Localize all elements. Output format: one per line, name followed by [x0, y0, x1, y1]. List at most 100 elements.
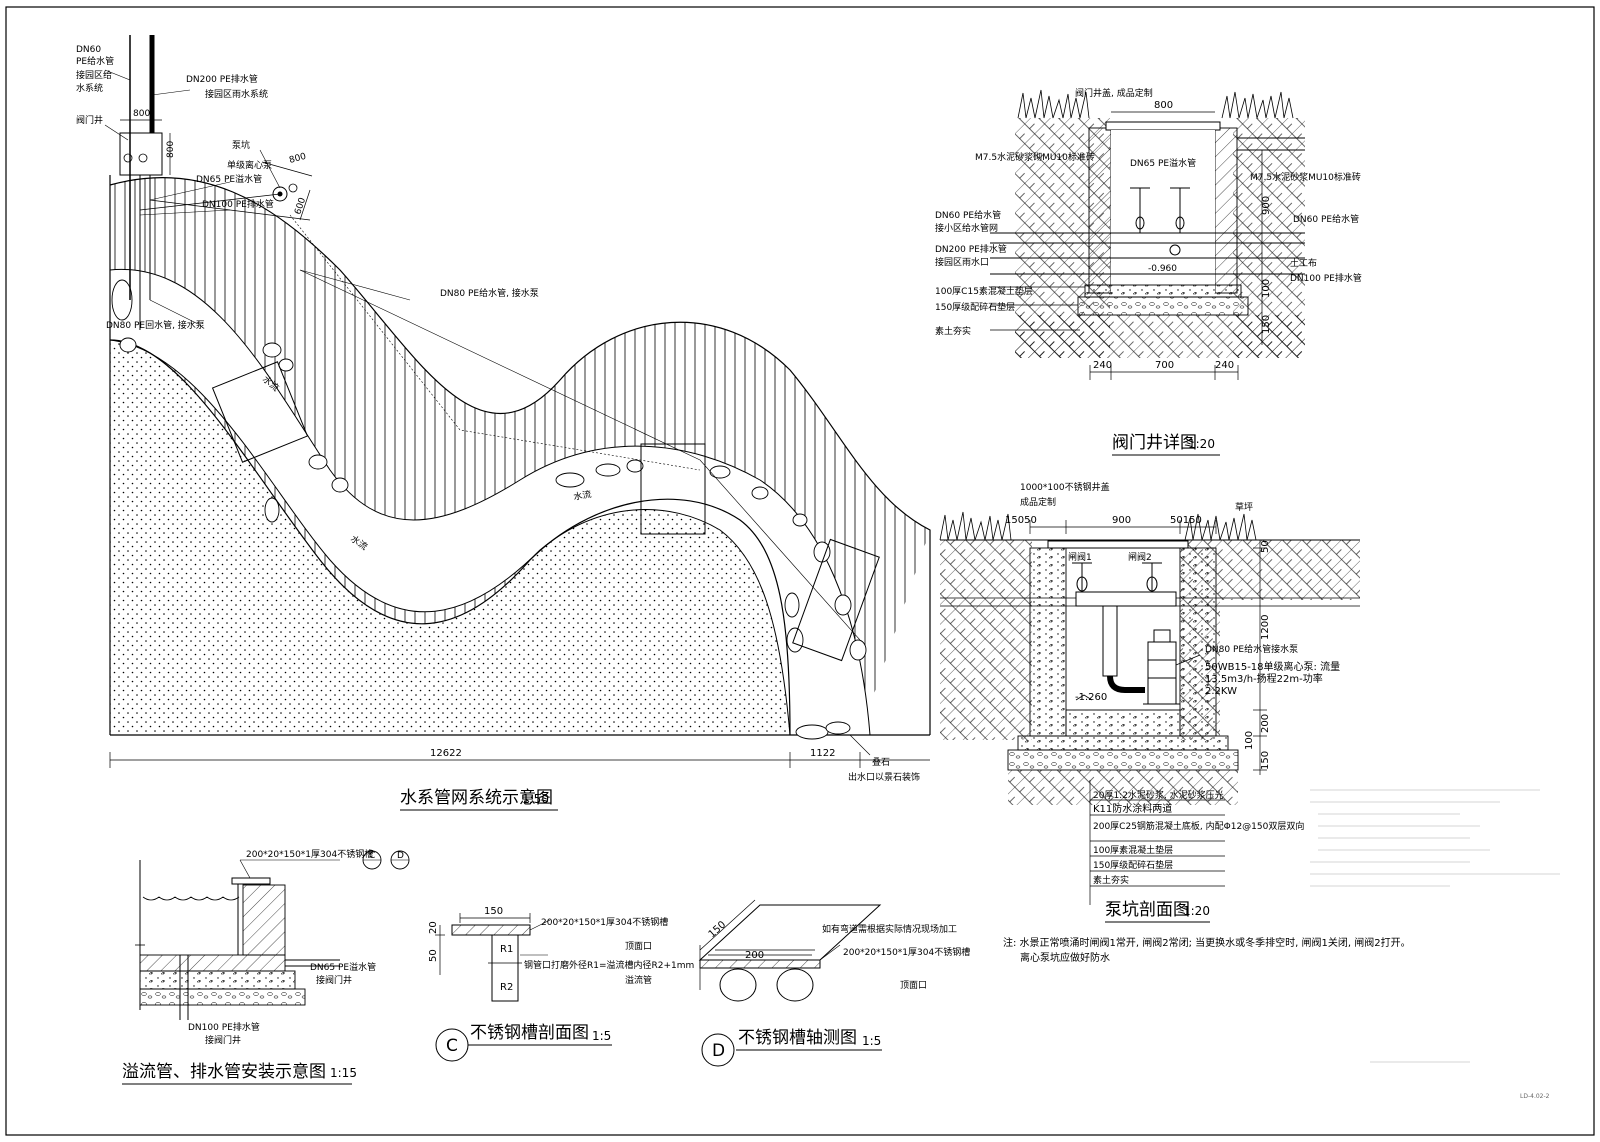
valve-title: 阀门井详图 — [1112, 433, 1197, 453]
pump-base-gravel — [1007, 749, 1239, 771]
plan-label-rock-b: 出水口以景石装饰 — [848, 771, 920, 783]
plan-label-rock-a: 叠石 — [872, 757, 890, 768]
pump-layer-1: 20厚1:2水泥砂浆, 水泥砂浆压光 — [1093, 789, 1224, 801]
valve-well-detail: 800 240 700 240 900 100 150 阀门井盖, 成品定制 M… — [935, 87, 1362, 456]
pump-label-valve1: 闸阀1 — [1068, 552, 1092, 563]
valve-base-concrete — [1084, 284, 1242, 298]
plan-label-dn200: DN200 PE排水管 — [186, 73, 258, 85]
pump-dim-v1: 1200 — [1260, 615, 1271, 640]
pump-label-valve2: 闸阀2 — [1128, 552, 1152, 563]
plan-lawn — [110, 340, 790, 735]
valve-dim-v1: 900 — [1261, 196, 1272, 215]
overflow-label-dn100: DN100 PE排水管 — [188, 1021, 260, 1033]
plan-label-dn100: DN100 PE排水管 — [202, 198, 274, 210]
pump-title: 泵坑剖面图 — [1105, 900, 1190, 920]
overflow-water — [142, 896, 240, 901]
section-c-scale: 1:5 — [592, 1029, 611, 1043]
valve-dim-d3: 240 — [1215, 360, 1234, 371]
pump-note-2: 离心泵坑应做好防水 — [1020, 951, 1110, 964]
valve-dim-d1: 240 — [1093, 360, 1112, 371]
section-c-r2: R2 — [500, 982, 513, 993]
valve-label-dn65: DN65 PE溢水管 — [1130, 157, 1196, 169]
valve-label-dn60-r: DN60 PE给水管 — [1293, 213, 1359, 225]
plan-view: 12622 1122 800 800 800 600 DN60 PE给水管 接园… — [76, 35, 931, 811]
valve-base-gravel — [1077, 296, 1249, 316]
plan-dim-right: 1122 — [810, 748, 835, 759]
overflow-mark-c-text: C — [369, 851, 375, 861]
section-c-rule: 钢管口打磨外径R1=溢流槽内径R2+1mm — [524, 959, 694, 971]
plan-label-pump-pit: 泵坑 — [232, 139, 250, 151]
plan-pump-symbol — [272, 183, 298, 202]
pump-label-pump: 50WB15-18单级离心泵: 流量 — [1205, 660, 1340, 673]
pump-dim-l: 15050 — [1005, 515, 1037, 526]
pump-floor — [1065, 709, 1181, 737]
pump-label-pump-3: 2.2KW — [1205, 686, 1237, 697]
general-notes-faint — [1310, 789, 1560, 887]
pump-label-pump-2: 13.5m3/h-扬程22m-功率 — [1205, 672, 1323, 685]
plan-inner-edge — [109, 339, 791, 736]
valve-label-dn60-2: 接小区给水管网 — [935, 222, 998, 234]
pump-wall-left — [1029, 547, 1067, 737]
pump-dim-r: 50150 — [1170, 515, 1202, 526]
iso-d-title: 不锈钢槽轴测图 — [738, 1028, 857, 1048]
valve-fittings — [1130, 187, 1190, 256]
iso-d-label-edge: 顶面口 — [900, 980, 927, 991]
iso-d-mark-text: D — [712, 1041, 725, 1061]
pump-dim-v2: 200 — [1260, 714, 1271, 733]
plan-label-dn60: DN60 — [76, 45, 101, 55]
section-c-title: 不锈钢槽剖面图 — [470, 1023, 589, 1043]
pump-label-turf: 草坪 — [1235, 501, 1253, 513]
plan-title: 水系管网系统示意图 — [400, 788, 553, 808]
section-c-dim-w: 150 — [484, 906, 503, 917]
section-c-spec: 200*20*150*1厚304不锈钢槽 — [541, 916, 668, 928]
sheet-border — [5, 6, 1595, 1136]
section-c-edge: 顶面口 — [625, 941, 652, 952]
plan-paving — [110, 177, 930, 735]
plan-dim-800c: 800 — [288, 152, 307, 166]
pump-piping — [1072, 562, 1180, 705]
valve-label-base3: 素土夯实 — [935, 325, 971, 337]
plan-dim-800a: 800 — [133, 109, 150, 119]
valve-label-dn200-2: 接园区雨水口 — [935, 256, 989, 268]
pump-layer-4: 100厚素混凝土垫层 — [1093, 844, 1173, 856]
plan-label-dn60-4: 水系统 — [76, 82, 103, 94]
pump-dim-v4: 100 — [1244, 731, 1255, 750]
valve-dim-d2: 700 — [1155, 360, 1174, 371]
pump-cover — [1047, 540, 1189, 549]
plan-label-dn80-a: DN80 PE给水管, 接水泵 — [440, 287, 539, 299]
section-c-mark-text: C — [446, 1036, 458, 1056]
valve-label-dn60: DN60 PE给水管 — [935, 209, 1001, 221]
overflow-detail: C D 200*20*150*1厚304不锈钢槽 DN65 PE溢水管 接阀门井… — [122, 848, 410, 1085]
section-c-channel — [451, 924, 531, 936]
pump-note: 注: 水景正常喷涌时闸阀1常开, 闸阀2常闭; 当更换水或冬季排空时, 闸阀1关… — [1003, 936, 1411, 949]
section-c: 150 50 20 R1 R2 200*20*150*1厚304不锈钢槽 顶面口… — [428, 906, 694, 1062]
pump-layer-2: K11防水涂料两道 — [1093, 802, 1172, 815]
overflow-title: 溢流管、排水管安装示意图 — [122, 1062, 326, 1082]
section-c-dim-h2: 20 — [428, 921, 439, 934]
plan-label-pump-pit-2: 单级离心泵 — [227, 159, 272, 171]
section-c-dim-h1: 50 — [428, 949, 439, 962]
pump-scale: 1:20 — [1183, 904, 1210, 918]
valve-scale: 1:20 — [1188, 437, 1215, 451]
pump-dim-lines — [1029, 520, 1267, 905]
plan-label-dn200-2: 接园区雨水系统 — [205, 88, 268, 100]
overflow-mark-d-text: D — [397, 851, 404, 861]
valve-label-side: 土工布 — [1290, 257, 1317, 269]
plan-label-flow3: 水流 — [572, 488, 592, 503]
section-c-pipe-outer — [491, 934, 519, 1002]
valve-label-wall-l: M7.5水泥砂浆砌MU10标准砖 — [975, 151, 1095, 163]
pump-layer-3: 200厚C25钢筋混凝土底板, 内配Φ12@150双层双向 — [1093, 820, 1304, 832]
valve-wall-right — [1214, 127, 1238, 294]
plan-dim-800b: 800 — [166, 141, 176, 158]
plan-dim-600: 600 — [293, 196, 308, 216]
pump-layer-6: 素土夯实 — [1093, 874, 1129, 886]
iso-d: 150 200 如有弯道需根据实际情况现场加工 200*20*150*1厚304… — [698, 899, 970, 1067]
plan-rocks — [111, 279, 867, 740]
valve-pipes — [990, 137, 1305, 275]
pump-grass — [939, 511, 1257, 541]
plan-label-dn80-b: DN80 PE回水管, 接水泵 — [106, 319, 205, 331]
valve-label-base1: 100厚C15素混凝土垫层 — [935, 285, 1033, 297]
pump-label-elev: -1.260 — [1075, 692, 1107, 703]
overflow-base — [139, 970, 296, 990]
